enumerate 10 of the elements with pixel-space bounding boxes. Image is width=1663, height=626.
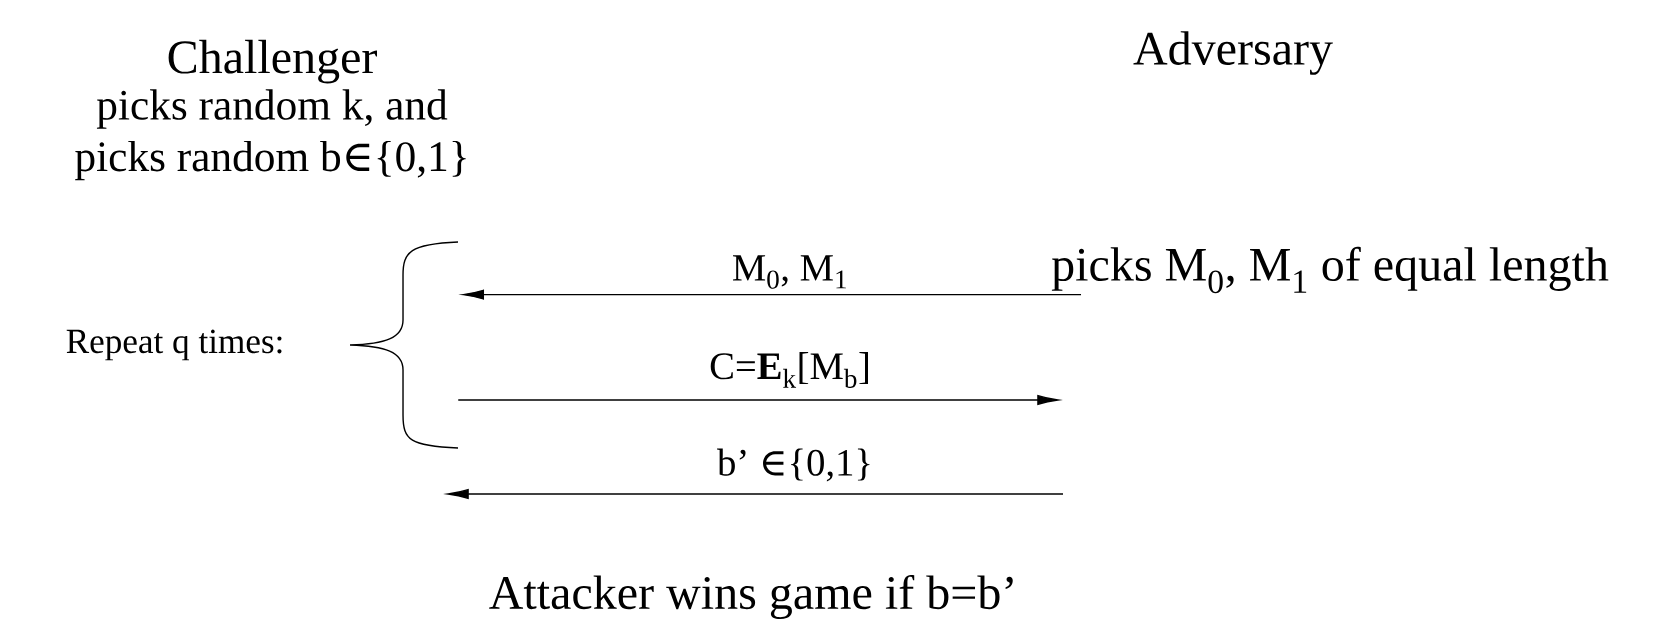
label: Repeat q times: [66, 329, 282, 361]
caption: Attacker wins game if b=b’ [489, 574, 1013, 620]
heading: picks M$_{0}$, M$_{1}$ of equal length [1051, 246, 1609, 294]
edge-label: C=E$_{k}$[M$_{b}$] [710, 352, 868, 388]
edge-label: M$_{0}$, M$_{1}$ [733, 255, 846, 289]
brace [349, 241, 459, 449]
heading: Adversary [1133, 31, 1333, 75]
description: picks random k, and picks random b∈{0,1} [75, 89, 466, 181]
arrow-label: b’ ∈{0,1} [717, 448, 870, 482]
heading: Challenger [168, 39, 377, 84]
